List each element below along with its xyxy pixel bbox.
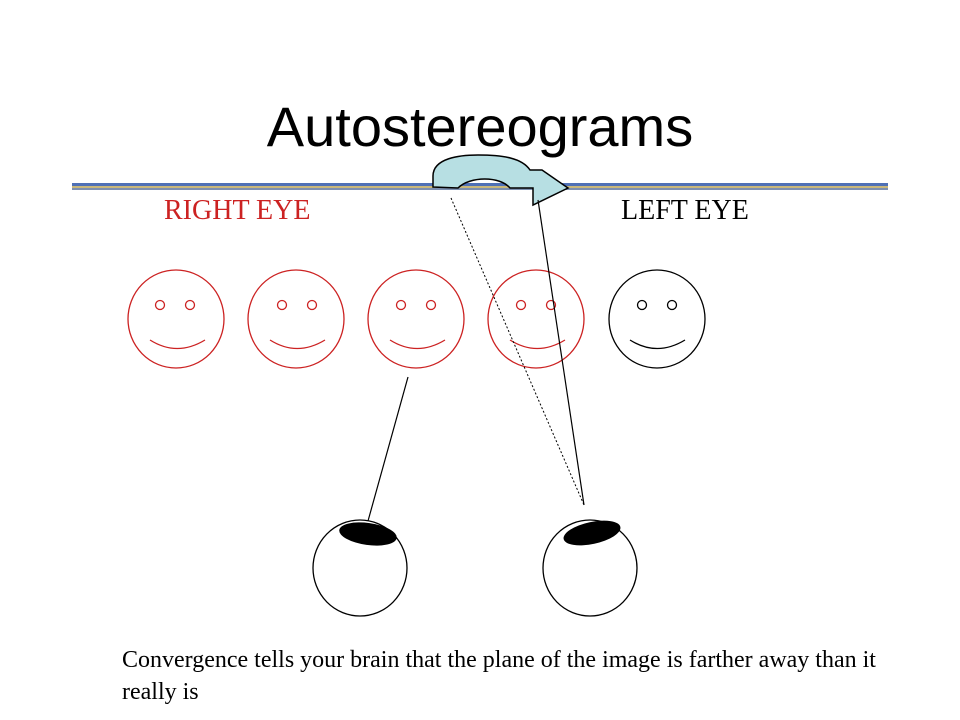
caption: Convergence tells your brain that the pl… (122, 647, 876, 705)
left-eye-sight-line (537, 199, 585, 506)
face-5 (608, 269, 706, 369)
right-eyeball (312, 519, 408, 617)
right-pupil (339, 522, 397, 546)
left-eyeball (542, 519, 638, 617)
face-1 (127, 269, 225, 369)
face-2 (247, 269, 345, 369)
dotted-sight-line (450, 197, 585, 506)
title-underline-bar (72, 183, 888, 190)
face-4 (487, 269, 585, 369)
left-pupil (563, 520, 621, 546)
slide-title: Autostereograms (266, 95, 694, 158)
right-eye-label: RIGHT EYE (164, 195, 311, 226)
left-eye-label: LEFT EYE (621, 195, 749, 226)
right-eye-sight-line (367, 376, 409, 522)
swap-arrow-icon (432, 154, 570, 207)
face-3 (367, 269, 465, 369)
